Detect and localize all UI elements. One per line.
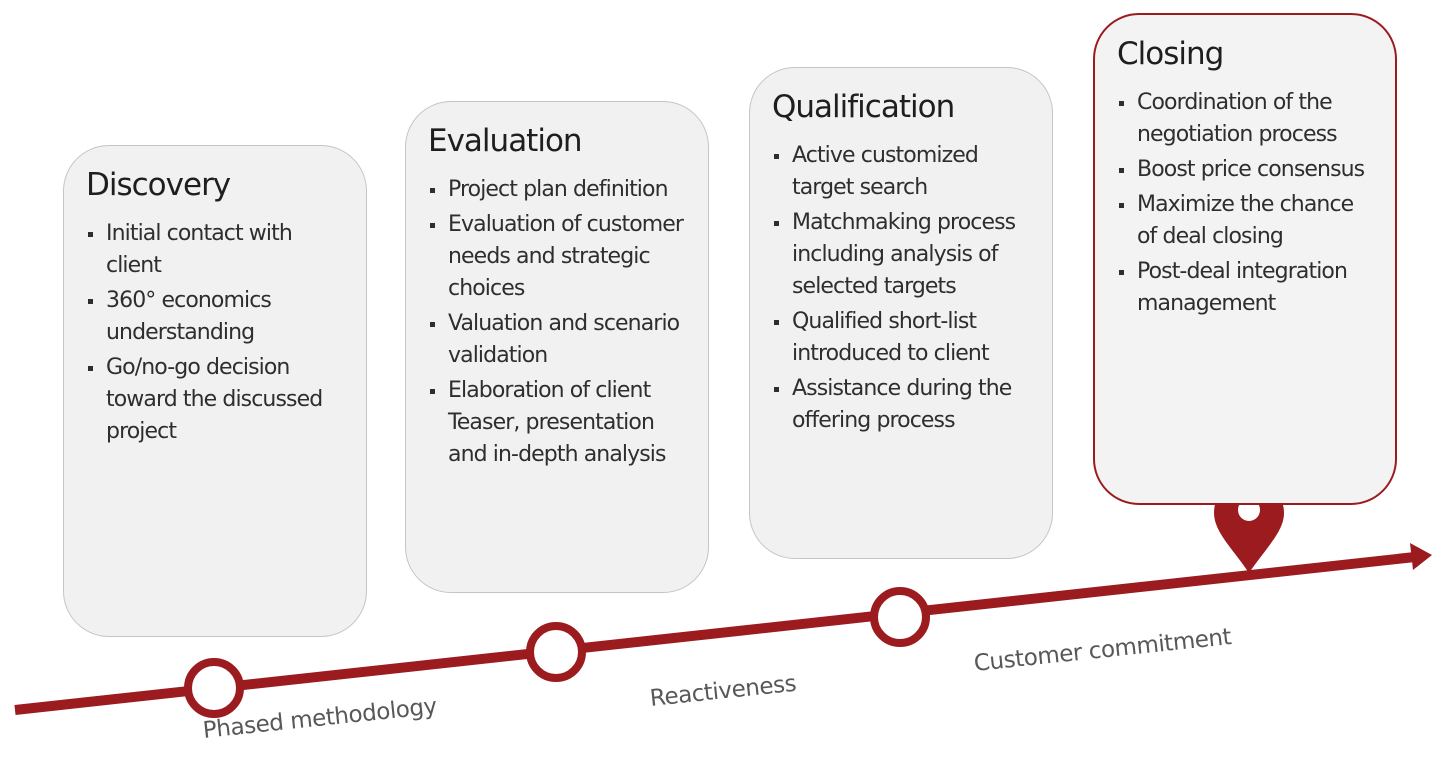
stage-card-qualification: Qualification Active customized target s… bbox=[749, 67, 1053, 559]
stage-bullet-item: Elaboration of client Teaser, presentati… bbox=[428, 375, 688, 471]
stage-bullet-item: 360° economics understanding bbox=[86, 285, 346, 349]
arrow-head-icon bbox=[1410, 543, 1432, 570]
stage-card-discovery: Discovery Initial contact with client 36… bbox=[63, 145, 367, 637]
milestone-evaluation-icon bbox=[526, 622, 586, 682]
stage-title: Evaluation bbox=[428, 123, 583, 159]
milestone-qualification-icon bbox=[870, 587, 930, 647]
stage-title: Discovery bbox=[86, 167, 231, 203]
stage-bullet-list: Active customized target search Matchmak… bbox=[772, 140, 1032, 437]
stage-title: Closing bbox=[1117, 36, 1224, 72]
stage-bullet-item: Qualified short-list introduced to clien… bbox=[772, 306, 1032, 370]
stage-bullet-item: Matchmaking process including analysis o… bbox=[772, 207, 1032, 303]
timeline-line bbox=[14, 552, 1416, 715]
milestone-discovery-icon bbox=[184, 658, 244, 718]
stage-bullet-list: Project plan definition Evaluation of cu… bbox=[428, 174, 688, 471]
stage-bullet-item: Project plan definition bbox=[428, 174, 688, 206]
stage-bullet-item: Go/no-go decision toward the discussed p… bbox=[86, 352, 346, 448]
stage-bullet-item: Evaluation of customer needs and strateg… bbox=[428, 209, 688, 305]
stage-card-closing: Closing Coordination of the negotiation … bbox=[1093, 13, 1397, 505]
stage-card-evaluation: Evaluation Project plan definition Evalu… bbox=[405, 101, 709, 593]
stage-bullet-item: Boost price consensus bbox=[1117, 154, 1375, 186]
stage-bullet-item: Maximize the chance of deal closing bbox=[1117, 189, 1375, 253]
stage-title: Qualification bbox=[772, 89, 955, 125]
stage-bullet-item: Assistance during the offering process bbox=[772, 373, 1032, 437]
stage-bullet-list: Initial contact with client 360° economi… bbox=[86, 218, 346, 448]
stage-bullet-item: Valuation and scenario validation bbox=[428, 308, 688, 372]
stage-bullet-list: Coordination of the negotiation process … bbox=[1117, 87, 1375, 320]
stage-bullet-item: Initial contact with client bbox=[86, 218, 346, 282]
stage-bullet-item: Active customized target search bbox=[772, 140, 1032, 204]
stage-bullet-item: Coordination of the negotiation process bbox=[1117, 87, 1375, 151]
stage-bullet-item: Post-deal integration management bbox=[1117, 256, 1375, 320]
